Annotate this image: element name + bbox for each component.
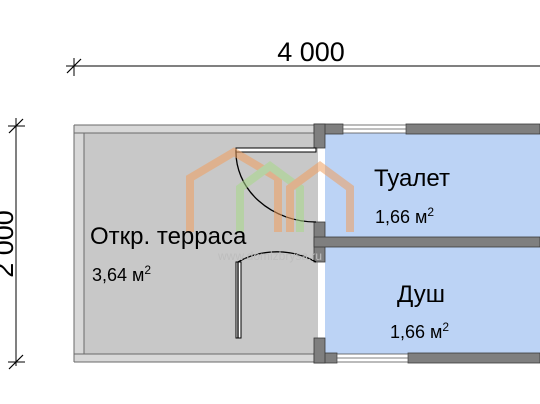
toilet-name: Туалет [374,165,450,192]
toilet-area-value: 1,66 м [375,207,427,227]
height-dimension-label: 2 000 [0,210,19,278]
width-dimension-label: 4 000 [277,37,345,67]
terrace-railing [73,124,318,363]
shower-area-sup: 2 [442,320,449,334]
toilet-area: 1,66 м2 [375,205,434,227]
window-top [342,124,407,134]
shower-area-value: 1,66 м [390,322,442,342]
shower-name: Душ [397,281,445,308]
terrace-name: Откр. терраса [90,223,247,250]
toilet-area-sup: 2 [427,205,434,219]
terrace-area: 3,64 м2 [92,263,151,285]
shower-door [235,251,317,339]
watermark-text: www.domizbrysa.ru [217,249,322,263]
window-bottom [336,353,409,363]
walls [313,123,540,364]
shower-area: 1,66 м2 [390,320,449,342]
height-dimension [8,118,25,370]
toilet-floor [325,133,540,237]
watermark-logo [186,147,354,232]
terrace-area-value: 3,64 м [92,265,144,285]
terrace-area-sup: 2 [144,263,151,277]
shower-floor [325,247,540,354]
width-dimension [66,58,540,76]
